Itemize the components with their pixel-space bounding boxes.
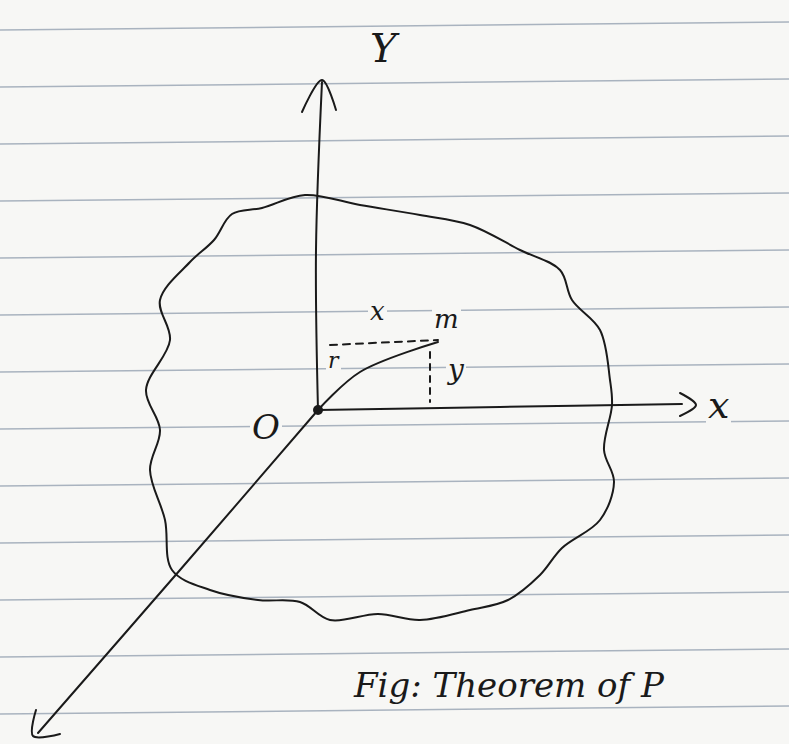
origin-label: O (250, 410, 282, 444)
ruled-line (0, 421, 789, 429)
arrow-head (32, 710, 60, 737)
ruled-line (0, 193, 789, 201)
ruled-line (0, 307, 789, 315)
ruled-line (0, 706, 789, 714)
figure-caption: Fig: Theorem of P (352, 668, 666, 702)
ruled-line (0, 364, 789, 372)
y-axis (316, 82, 322, 410)
ruled-line (0, 250, 789, 258)
arrow-head (302, 80, 336, 112)
ruled-line (0, 535, 789, 543)
ruled-line (0, 592, 789, 600)
point-label: m (432, 306, 461, 332)
ruled-line (0, 79, 789, 87)
origin-dot (313, 405, 323, 415)
z-axis (38, 410, 318, 733)
axis-label: Y (368, 28, 398, 68)
distance-label: x (368, 298, 387, 324)
axis-label: x (706, 386, 731, 424)
projection-line (429, 352, 431, 402)
x-axis (318, 404, 682, 410)
ruled-line (0, 649, 789, 657)
body-outline (146, 195, 614, 621)
distance-label: y (446, 356, 466, 384)
arrow-head (680, 393, 696, 416)
projection-line (330, 340, 438, 345)
ruled-line (0, 478, 789, 486)
radius-line (318, 342, 438, 410)
ruled-line (0, 136, 789, 144)
distance-label: r (326, 350, 341, 372)
